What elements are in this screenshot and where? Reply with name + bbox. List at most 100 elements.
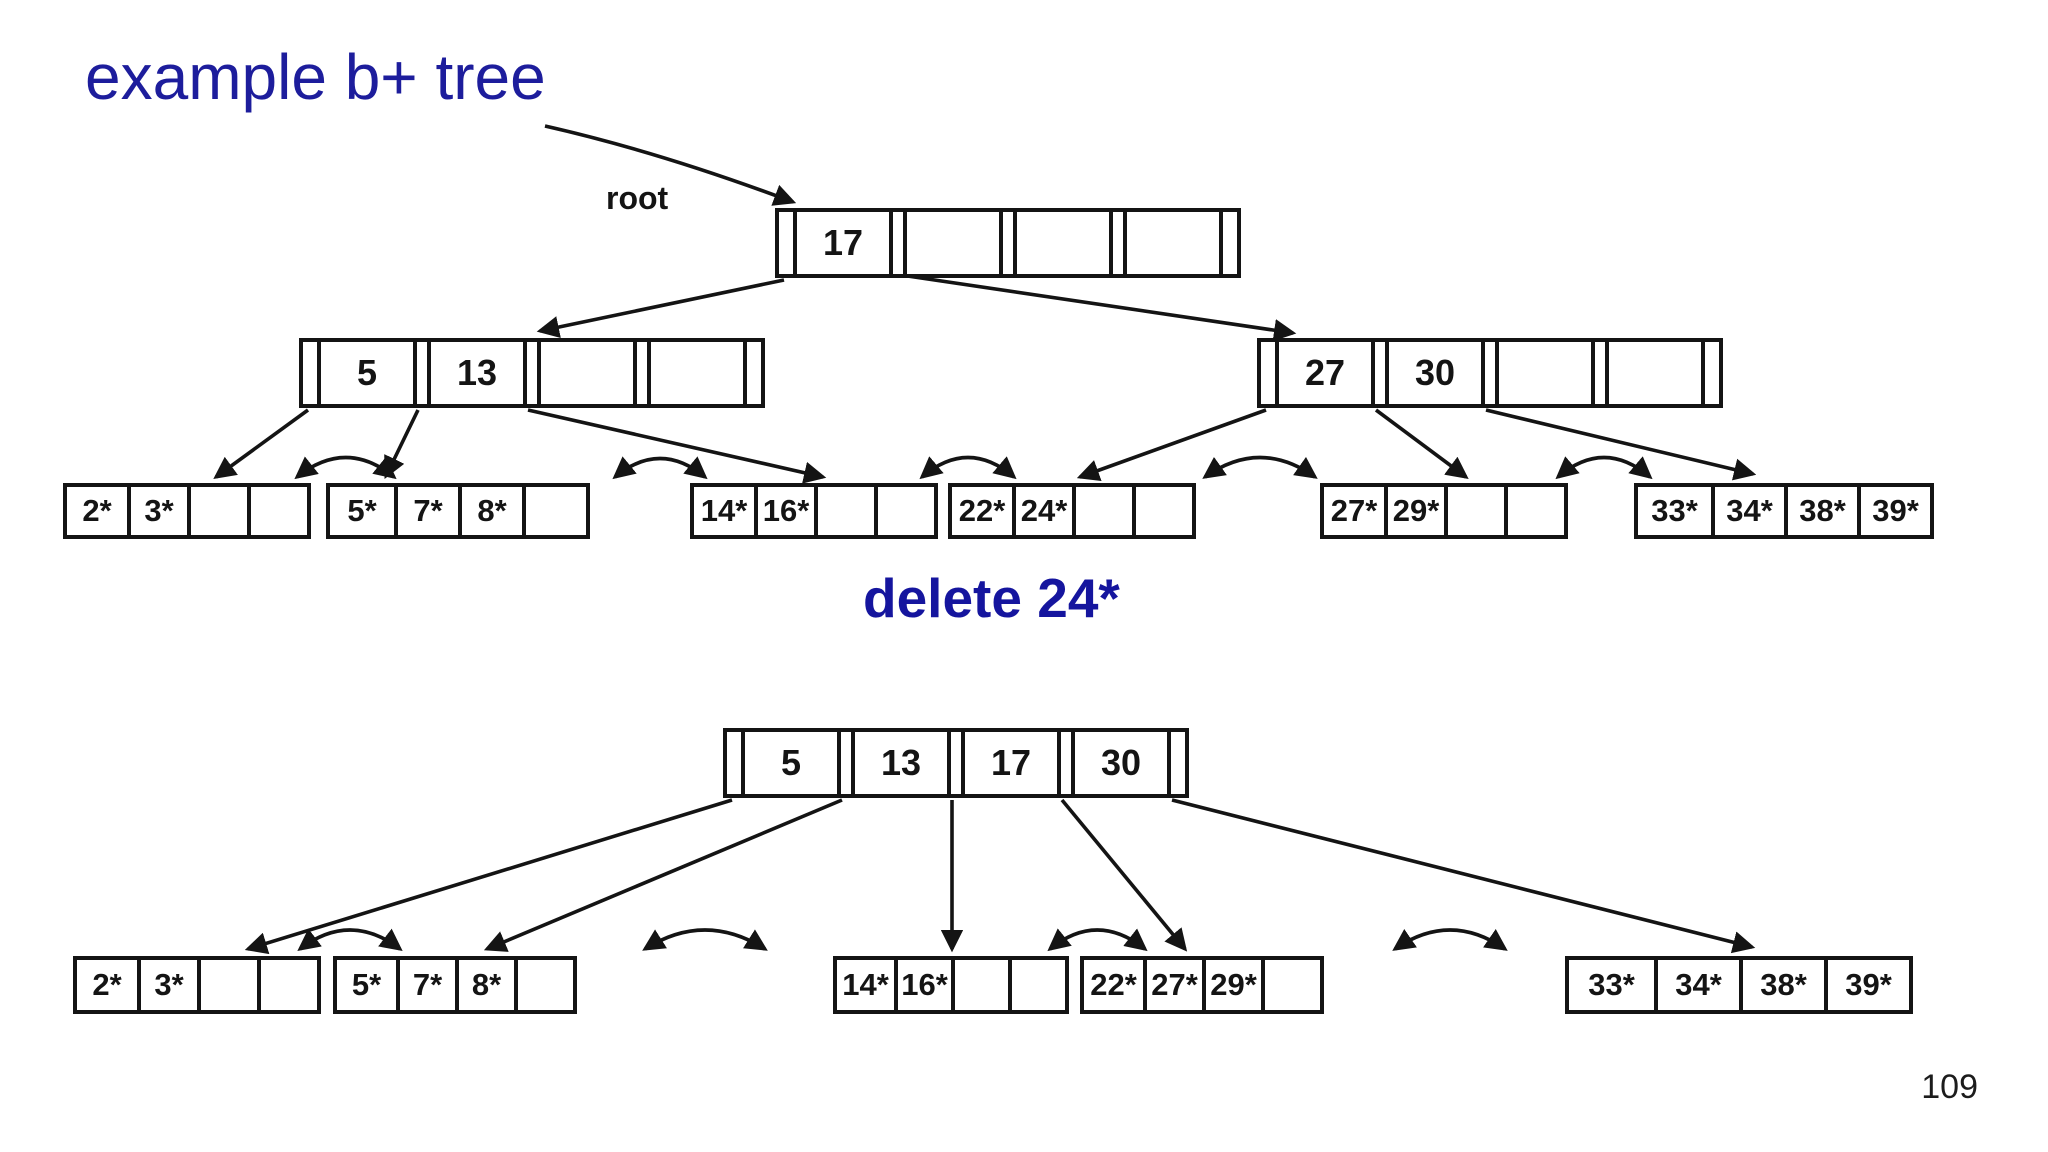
- pointer-cell: [999, 212, 1017, 274]
- key-cell: [1129, 212, 1217, 274]
- root-label: root: [606, 180, 669, 216]
- leaf-cell: [197, 960, 257, 1010]
- leaf-cell: 27*: [1330, 493, 1378, 528]
- pointer-cell: [1481, 342, 1499, 404]
- pointer-cell: [1219, 212, 1237, 274]
- sibling-link-arc: [1555, 455, 1653, 480]
- leaf-cell: 7*: [396, 960, 455, 1010]
- sibling-link-arc: [294, 455, 397, 480]
- leaf-cell: 3*: [137, 960, 197, 1010]
- leaf-cell: [1444, 487, 1504, 535]
- pointer-cell: [1261, 342, 1279, 404]
- pointer-cell: [1591, 342, 1609, 404]
- arrow-root2-to-leaf1: [244, 798, 733, 955]
- pointer-cell: [1701, 342, 1719, 404]
- leaf-cell: [814, 487, 874, 535]
- key-cell: 5: [356, 352, 378, 393]
- key-cell: [1501, 342, 1589, 404]
- delete-caption: delete 24*: [863, 567, 1120, 629]
- leaf-cell: 16*: [894, 960, 951, 1010]
- slide-title: example b+ tree: [85, 41, 546, 113]
- arrow-left-internal-to-leaf2: [384, 409, 420, 480]
- pointer-cell: [889, 212, 907, 274]
- leaf-node-before-3: 14* 16*: [690, 483, 938, 539]
- leaf-cell: 7*: [394, 487, 458, 535]
- leaf-cell: [1504, 487, 1564, 535]
- leaf-cell: [522, 487, 586, 535]
- leaf-cell: 39*: [1857, 487, 1930, 535]
- leaf-cell: 39*: [1824, 960, 1909, 1010]
- leaf-cell: [1132, 487, 1192, 535]
- sibling-link-arc: [612, 456, 708, 480]
- sibling-link-arc: [642, 928, 768, 951]
- sibling-link-arc: [1202, 455, 1318, 479]
- leaf-cell: [874, 487, 934, 535]
- leaf-cell: 2*: [82, 493, 112, 528]
- pointer-cell: [1057, 732, 1075, 794]
- key-cell: 27: [1304, 352, 1346, 393]
- key-cell: 30: [1414, 352, 1456, 393]
- leaf-node-after-2: 5* 7* 8*: [333, 956, 577, 1014]
- pointer-cell: [633, 342, 651, 404]
- leaf-cell: 33*: [1651, 493, 1698, 528]
- sibling-link-arc: [1047, 928, 1148, 952]
- leaf-cell: [514, 960, 573, 1010]
- sibling-link-arc: [1392, 928, 1508, 951]
- leaf-cell: 27*: [1143, 960, 1202, 1010]
- key-cell: 17: [990, 742, 1032, 783]
- key-cell: [653, 342, 741, 404]
- leaf-cell: 14*: [700, 493, 748, 528]
- key-cell: 17: [822, 222, 864, 263]
- leaf-node-before-1: 2* 3*: [63, 483, 311, 539]
- leaf-cell: 34*: [1711, 487, 1784, 535]
- arrow-right-internal-to-leaf6: [1485, 408, 1757, 481]
- arrow-root-to-left-internal: [536, 278, 785, 339]
- leaf-cell: 22*: [1090, 967, 1137, 1002]
- pointer-cell: [1109, 212, 1127, 274]
- key-cell: 30: [1100, 742, 1142, 783]
- leaf-cell: 24*: [1012, 487, 1072, 535]
- sibling-link-arc: [919, 455, 1017, 480]
- arrow-root2-to-leaf2: [483, 798, 843, 952]
- leaf-cell: 38*: [1739, 960, 1824, 1010]
- leaf-cell: [951, 960, 1008, 1010]
- leaf-node-before-5: 27* 29*: [1320, 483, 1568, 539]
- leaf-node-before-6: 33* 34* 38* 39*: [1634, 483, 1934, 539]
- key-cell: 13: [456, 352, 498, 393]
- page-number: 109: [1921, 1068, 1978, 1106]
- leaf-cell: 5*: [351, 967, 382, 1002]
- pointer-cell: [523, 342, 541, 404]
- title-to-root-arrow: [544, 124, 797, 206]
- pointer-cell: [743, 342, 761, 404]
- root-node-before: 17: [775, 208, 1241, 278]
- pointer-cell: [837, 732, 855, 794]
- leaf-cell: [187, 487, 247, 535]
- leaf-cell: 33*: [1588, 967, 1635, 1002]
- leaf-cell: 29*: [1202, 960, 1261, 1010]
- arrow-left-internal-to-leaf3: [527, 408, 827, 484]
- leaf-cell: 14*: [842, 967, 889, 1002]
- key-cell: [909, 212, 997, 274]
- key-cell: [1019, 212, 1107, 274]
- arrow-root2-to-leaf4: [1060, 798, 1188, 952]
- pointer-cell: [1167, 732, 1185, 794]
- leaf-cell: 38*: [1784, 487, 1857, 535]
- leaf-cell: 8*: [455, 960, 514, 1010]
- internal-node-left: 5 13: [299, 338, 765, 408]
- key-cell: [543, 342, 631, 404]
- leaf-cell: 29*: [1384, 487, 1444, 535]
- pointer-cell: [413, 342, 431, 404]
- leaf-cell: 16*: [754, 487, 814, 535]
- leaf-cell: 34*: [1654, 960, 1739, 1010]
- leaf-node-after-4: 22* 27* 29*: [1080, 956, 1324, 1014]
- root-node-after: 5 13 17 30: [723, 728, 1189, 798]
- pointer-cell: [727, 732, 745, 794]
- leaf-node-before-2: 5* 7* 8*: [326, 483, 590, 539]
- key-cell: 5: [780, 742, 802, 783]
- leaf-cell: [1008, 960, 1065, 1010]
- pointer-cell: [779, 212, 797, 274]
- leaf-node-after-5: 33* 34* 38* 39*: [1565, 956, 1913, 1014]
- internal-node-right: 27 30: [1257, 338, 1723, 408]
- leaf-cell: 8*: [458, 487, 522, 535]
